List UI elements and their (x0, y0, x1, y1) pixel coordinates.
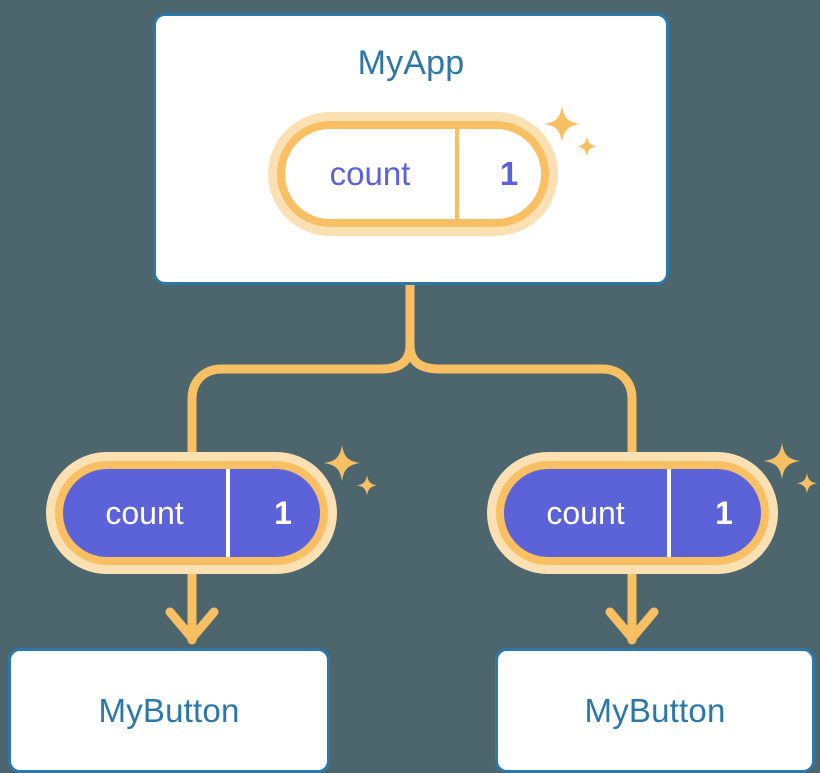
state-key-label: count (105, 494, 184, 531)
connector-branch-right (405, 340, 637, 457)
card-label: MyButton (584, 691, 726, 729)
card-label: MyButton (98, 691, 240, 729)
state-pill-child-right[interactable]: count 1 (487, 452, 778, 574)
pill-body: count 1 (55, 461, 328, 565)
state-value-label: 1 (667, 469, 761, 557)
state-value-label: 1 (226, 469, 320, 557)
pill-body: count 1 (496, 461, 769, 565)
state-pill-root[interactable]: count 1 (268, 112, 558, 236)
state-key-label: count (546, 494, 625, 531)
page-title: MyApp (357, 44, 465, 82)
component-card-mybutton-left[interactable]: MyButton (8, 648, 330, 773)
state-key-label: count (329, 155, 411, 192)
arrow-head-right (605, 607, 659, 643)
state-pill-child-left[interactable]: count 1 (46, 452, 337, 574)
component-card-mybutton-right[interactable]: MyButton (495, 648, 815, 773)
connector-branch-left (187, 340, 415, 457)
state-value-label: 1 (455, 129, 541, 219)
pill-body: count 1 (277, 121, 549, 227)
arrow-head-left (165, 607, 219, 643)
